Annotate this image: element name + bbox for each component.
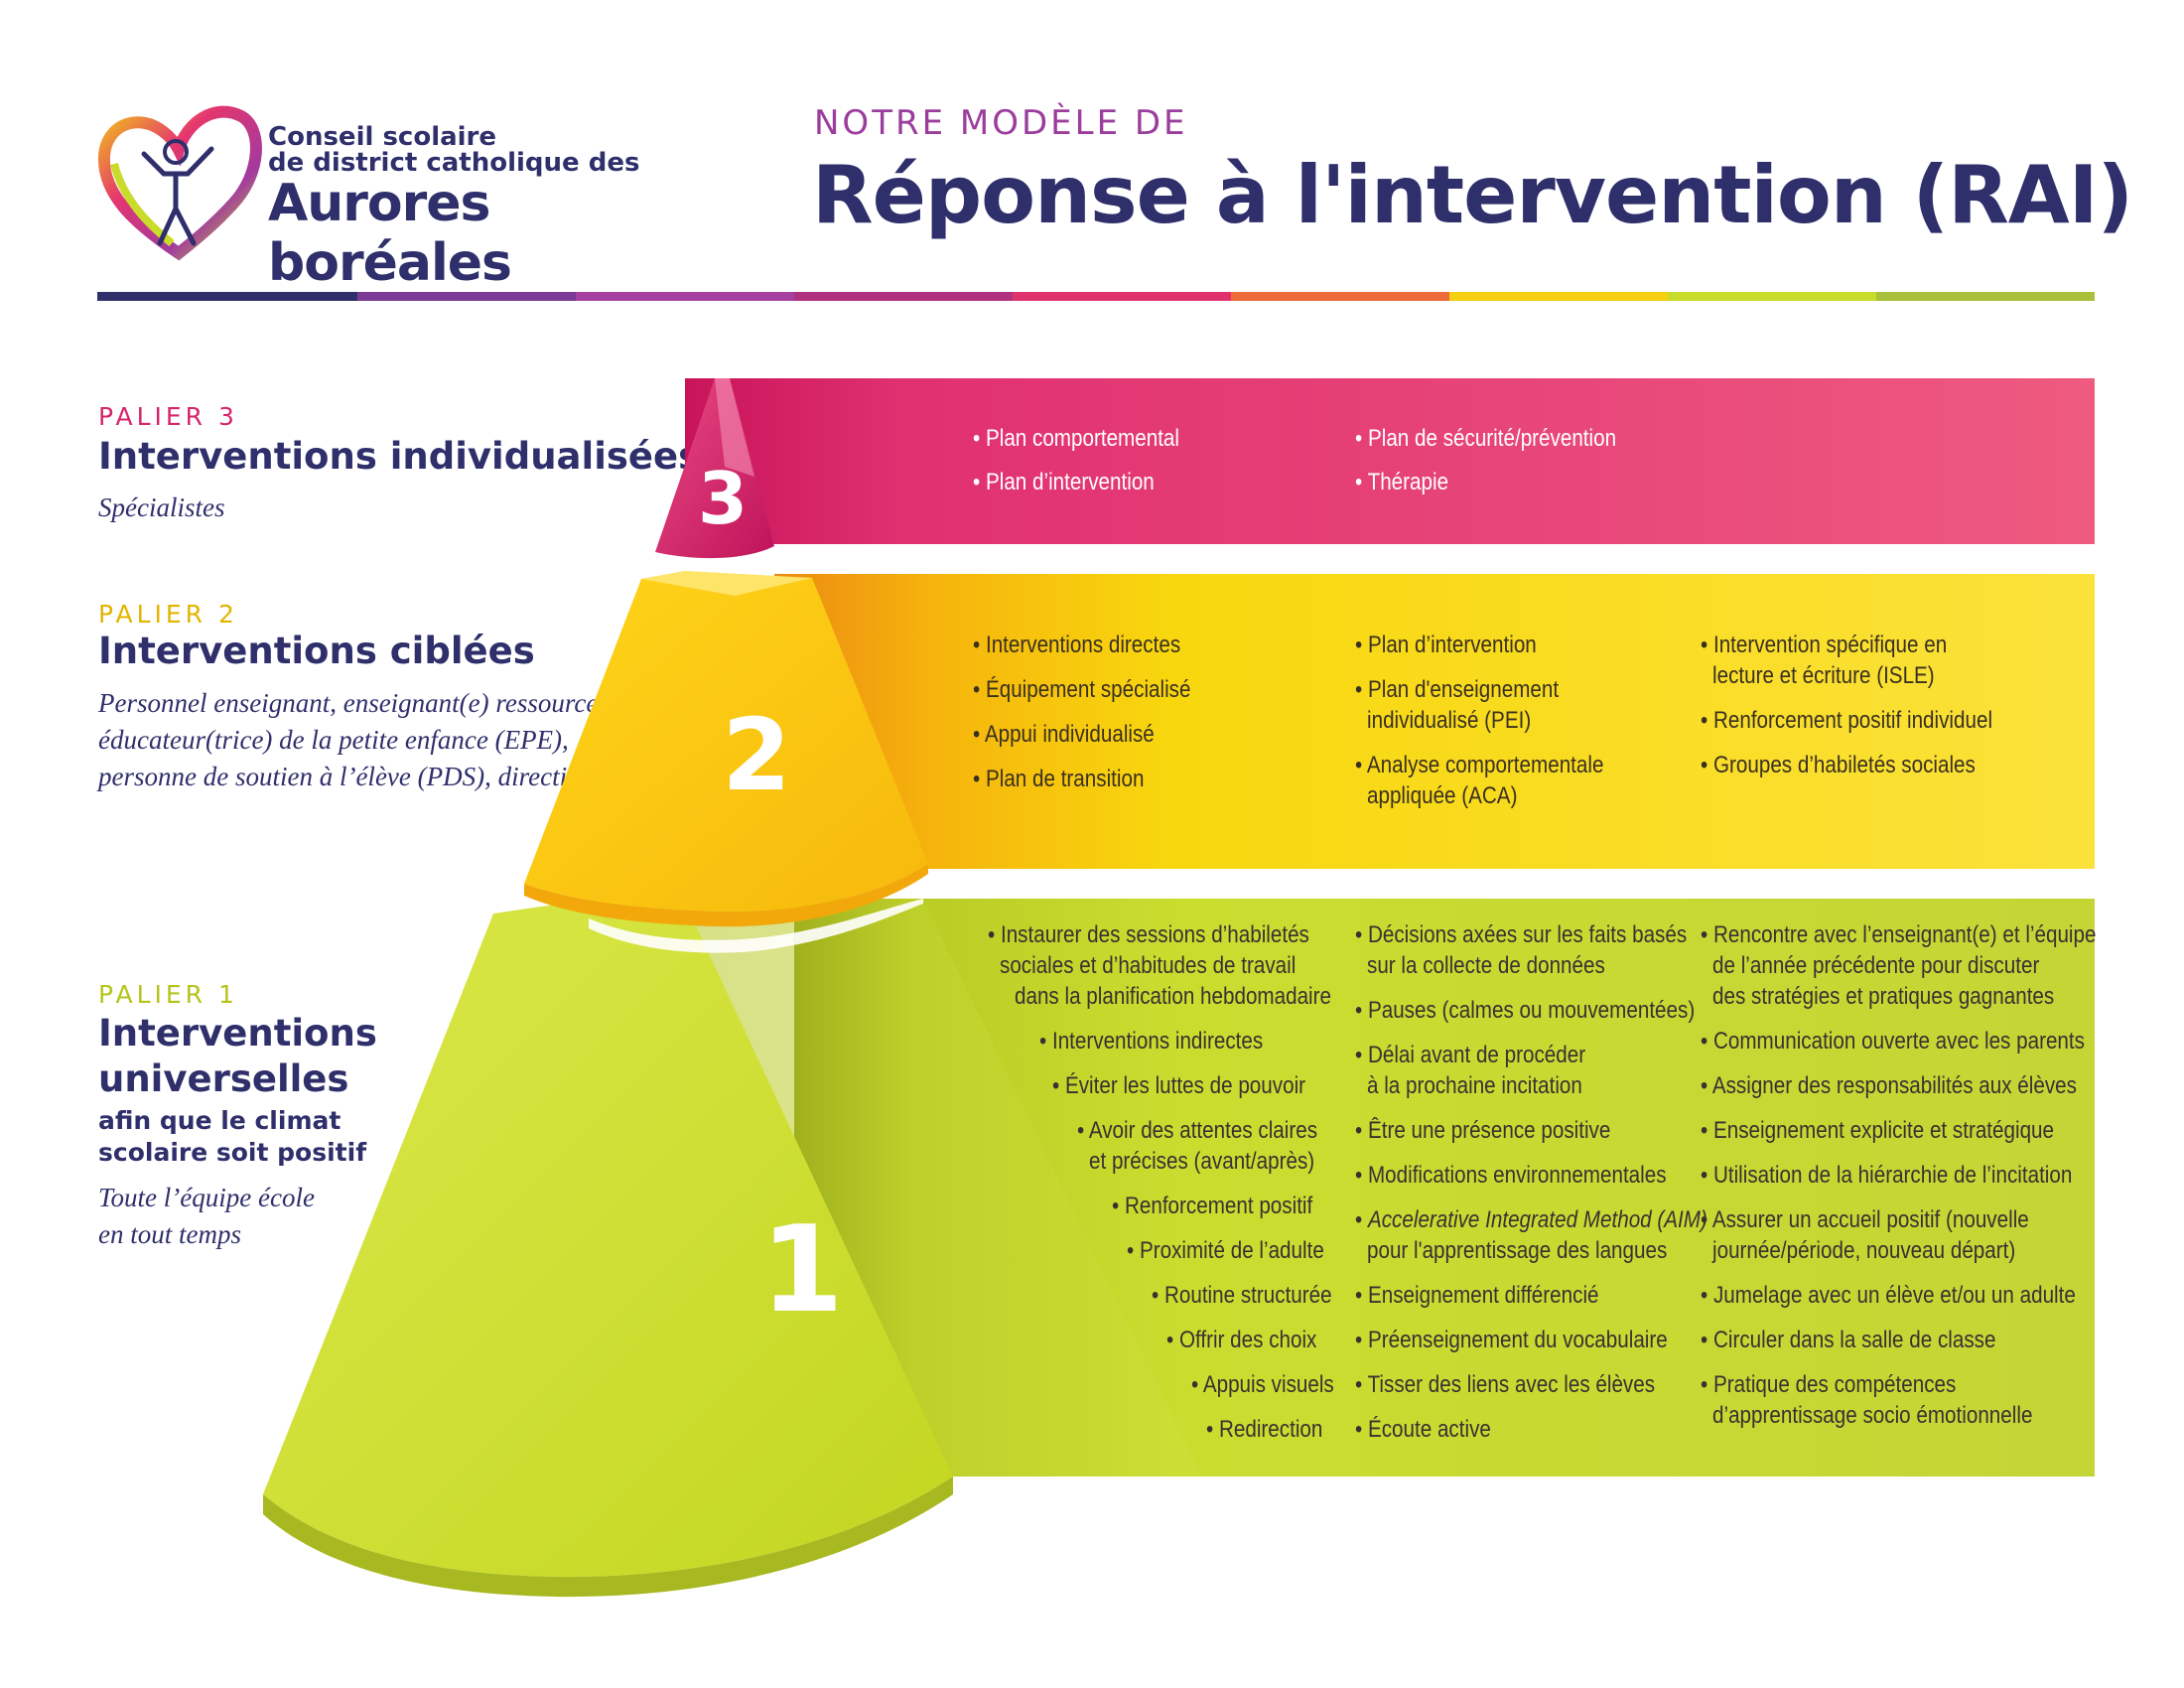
list-item-continued: journée/période, nouveau départ): [1712, 1237, 2016, 1264]
tier3-description: Spécialistes: [98, 492, 225, 522]
tier1-desc-line: en tout temps: [98, 1219, 241, 1249]
list-item: • Pratique des compétences: [1701, 1371, 1957, 1398]
tier2-block: [524, 571, 928, 913]
list-item: • Communication ouverte avec les parents: [1701, 1028, 2085, 1055]
tier1-kicker: PALIER 1: [98, 980, 238, 1009]
list-item-continued: sociales et d’habitudes de travail: [1000, 952, 1297, 979]
list-item-continued: pour l'apprentissage des langues: [1367, 1237, 1668, 1264]
list-item: • Plan de sécurité/prévention: [1355, 425, 1617, 452]
list-item: • Interventions directes: [973, 632, 1181, 658]
list-item: • Plan d'enseignement: [1355, 676, 1560, 703]
list-item-continued: d’apprentissage socio émotionnelle: [1712, 1402, 2033, 1429]
tier1-sub-line: scolaire soit positif: [98, 1138, 367, 1167]
tier3-block: [655, 378, 774, 559]
org-name-line2: de district catholique des: [268, 148, 640, 178]
tier1-description: Toute l’équipe école en tout temps: [98, 1180, 315, 1253]
tier1-heading: Interventions universelles: [98, 1011, 377, 1102]
list-item: • Intervention spécifique en: [1701, 632, 1948, 658]
tier2-band: [774, 574, 2095, 869]
list-item-continued: lecture et écriture (ISLE): [1712, 662, 1935, 689]
list-item-continued: de l’année précédente pour discuter: [1712, 952, 2040, 979]
list-item-continued: appliquée (ACA): [1367, 782, 1518, 809]
list-item: • Redirection: [1206, 1416, 1323, 1443]
list-item-continued: individualisé (PEI): [1367, 707, 1532, 734]
list-item: • Utilisation de la hiérarchie de l’inci…: [1701, 1162, 2073, 1189]
list-item: • Renforcement positif: [1112, 1193, 1313, 1219]
org-name-line1: Conseil scolaire: [268, 122, 497, 152]
tier1-sub-line: afin que le climat: [98, 1106, 341, 1135]
list-item: • Avoir des attentes claires: [1077, 1117, 1318, 1144]
list-item: • Routine structurée: [1152, 1282, 1332, 1309]
tier1-heading-line: Interventions: [98, 1012, 377, 1055]
list-item: • Plan d’intervention: [1355, 632, 1537, 658]
list-item-continued: à la prochaine incitation: [1367, 1072, 1582, 1099]
list-item: • Plan comportemental: [973, 425, 1179, 452]
list-item: • Jumelage avec un élève et/ou un adulte: [1701, 1282, 2076, 1309]
list-item: • Accelerative Integrated Method (AIM): [1355, 1204, 1707, 1235]
tier2-desc-line: personne de soutien à l’élève (PDS), dir…: [98, 762, 595, 791]
list-item: • Instaurer des sessions d’habiletés: [988, 921, 1309, 948]
tier2-heading: Interventions ciblées: [98, 630, 535, 672]
heart-figure-icon: [97, 105, 262, 261]
list-item: • Interventions indirectes: [1039, 1028, 1264, 1055]
list-item: • Écoute active: [1355, 1416, 1491, 1443]
page-title: Réponse à l'intervention (RAI): [812, 149, 2133, 241]
tier1-heading-line: universelles: [98, 1057, 349, 1100]
list-item: • Rencontre avec l’enseignant(e) et l’éq…: [1701, 921, 2097, 948]
list-item: • Éviter les luttes de pouvoir: [1052, 1072, 1306, 1099]
tier1-subheading: afin que le climat scolaire soit positif: [98, 1105, 366, 1169]
list-item: • Équipement spécialisé: [973, 676, 1191, 703]
org-name-line3: Aurores boréales: [268, 174, 512, 293]
tier3-number: 3: [698, 457, 748, 540]
list-item: • Plan de transition: [973, 766, 1145, 792]
board-logo: Conseil scolaire de district catholique …: [94, 94, 670, 293]
list-item: • Appuis visuels: [1191, 1371, 1334, 1398]
list-item-continued: et précises (avant/après): [1089, 1148, 1315, 1175]
list-item: • Décisions axées sur les faits basés: [1355, 921, 1688, 948]
list-item: • Plan d’intervention: [973, 469, 1155, 495]
list-item: • Enseignement explicite et stratégique: [1701, 1117, 2055, 1144]
tier1-desc-line: Toute l’équipe école: [98, 1183, 315, 1212]
list-item: • Modifications environnementales: [1355, 1162, 1667, 1189]
list-item-continued: des stratégies et pratiques gagnantes: [1712, 983, 2055, 1010]
color-rule-divider: [97, 292, 2095, 301]
tier1-block-side: [596, 899, 1201, 1477]
bullet: •: [1355, 1206, 1368, 1233]
list-item: • Circuler dans la salle de classe: [1701, 1327, 1996, 1353]
tier1-block: [263, 899, 953, 1578]
list-item: • Appui individualisé: [973, 721, 1155, 748]
tier1-block-edge: [263, 1477, 953, 1598]
tier2-kicker: PALIER 2: [98, 600, 238, 629]
tier3-heading: Interventions individualisées: [98, 435, 701, 478]
list-item: • Tisser des liens avec les élèves: [1355, 1371, 1656, 1398]
page-subtitle: NOTRE MODÈLE DE: [814, 103, 1188, 143]
list-item: • Pauses (calmes ou mouvementées): [1355, 997, 1696, 1024]
list-item: • Thérapie: [1355, 469, 1449, 495]
list-item: • Assurer un accueil positif (nouvelle: [1701, 1206, 2029, 1233]
tier2-number: 2: [722, 697, 791, 813]
list-item-continued: sur la collecte de données: [1367, 952, 1605, 979]
list-item: • Proximité de l’adulte: [1127, 1237, 1324, 1264]
list-item: • Délai avant de procéder: [1355, 1042, 1586, 1068]
tier3-kicker: PALIER 3: [98, 402, 238, 431]
list-item: • Préenseignement du vocabulaire: [1355, 1327, 1668, 1353]
list-item-continued: dans la planification hebdomadaire: [1015, 983, 1331, 1010]
list-item: • Assigner des responsabilités aux élève…: [1701, 1072, 2077, 1099]
list-item: • Enseignement différencié: [1355, 1282, 1599, 1309]
list-item: • Être une présence positive: [1355, 1117, 1611, 1144]
list-item-italic: Accelerative Integrated Method (AIM): [1367, 1206, 1707, 1233]
tier2-desc-line: éducateur(trice) de la petite enfance (E…: [98, 725, 569, 755]
tier2-desc-line: Personnel enseignant, enseignant(e) ress…: [98, 688, 606, 718]
list-item: • Offrir des choix: [1166, 1327, 1317, 1353]
list-item: • Analyse comportementale: [1355, 752, 1604, 778]
list-item: • Renforcement positif individuel: [1701, 707, 1993, 734]
tier2-description: Personnel enseignant, enseignant(e) ress…: [98, 685, 605, 795]
tier3-band: [685, 378, 2095, 544]
list-item: • Groupes d’habiletés sociales: [1701, 752, 1976, 778]
tier1-number: 1: [760, 1201, 844, 1339]
